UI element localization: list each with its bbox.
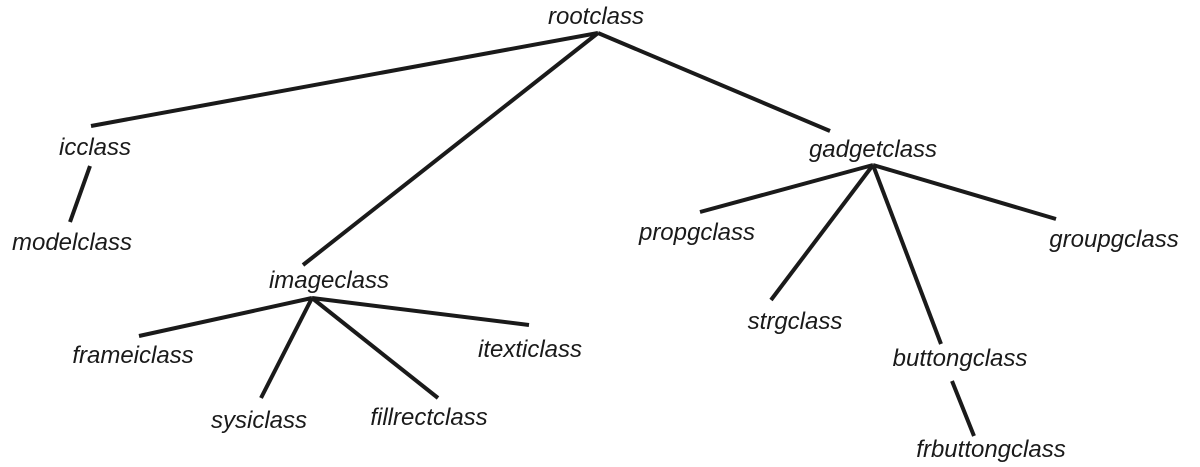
edge-gadgetclass-buttongclass [871,164,943,345]
edge-rootclass-gadgetclass [597,31,831,133]
edge-imageclass-fillrectclass [310,296,440,400]
node-modelclass: modelclass [11,229,133,256]
edge-imageclass-sysiclass [259,297,314,399]
node-frbuttongclass: frbuttongclass [916,436,1066,463]
node-itexticlass: itexticlass [477,336,583,363]
node-strgclass: strgclass [747,308,843,335]
edge-icclass-modelclass [68,165,92,223]
node-propgclass: propgclass [638,219,756,246]
node-sysiclass: sysiclass [210,407,308,434]
edge-imageclass-itexticlass [311,296,530,327]
edge-gadgetclass-groupgclass [872,163,1057,221]
node-buttongclass: buttongclass [892,345,1028,372]
node-groupgclass: groupgclass [1049,226,1179,253]
edge-gadgetclass-propgclass [699,163,874,214]
edge-imageclass-frameiclass [138,296,313,338]
node-gadgetclass: gadgetclass [808,136,938,163]
edge-rootclass-icclass [90,31,599,128]
node-imageclass: imageclass [268,267,390,294]
edge-rootclass-imageclass [301,31,600,267]
node-icclass: icclass [58,134,132,161]
edge-buttongclass-frbuttongclass [950,380,976,437]
edge-gadgetclass-strgclass [769,163,875,302]
node-fillrectclass: fillrectclass [370,404,488,431]
node-frameiclass: frameiclass [72,342,194,369]
node-rootclass: rootclass [547,3,645,30]
